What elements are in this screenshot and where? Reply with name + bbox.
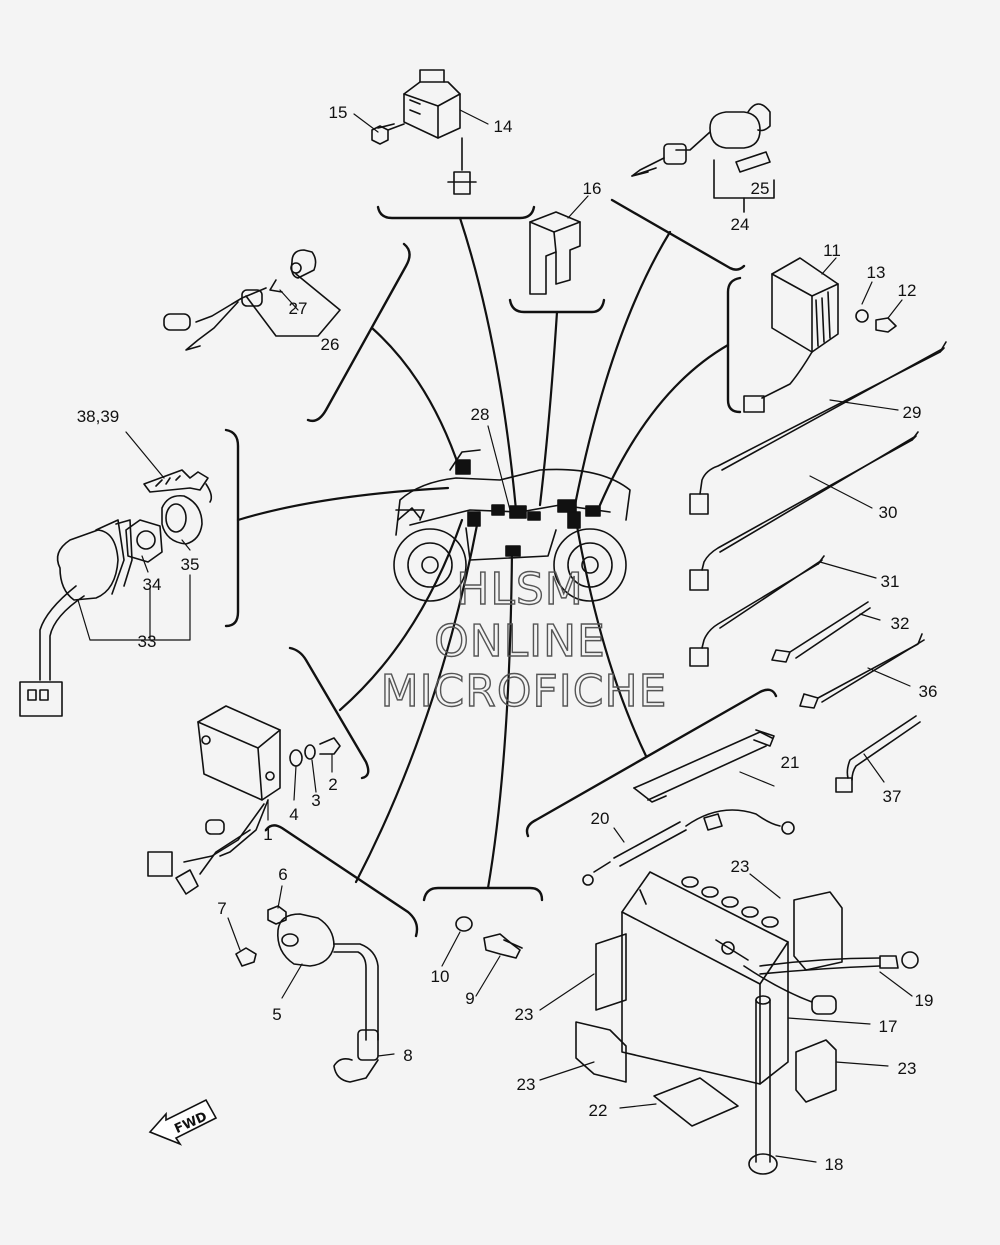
- cable-part-20: [582, 809, 795, 886]
- label-part-24: 24: [731, 215, 750, 234]
- label-part-5: 5: [272, 1005, 281, 1024]
- leader-14: [458, 216, 518, 512]
- bracket-5: [264, 824, 419, 938]
- leader-9: [486, 548, 514, 890]
- label-part-16: 16: [583, 179, 602, 198]
- leader-26: [370, 326, 462, 472]
- label-part-19: 19: [915, 991, 934, 1010]
- watermark: HLSM ONLINE MICROFICHE: [380, 563, 668, 717]
- cable-part-19: [743, 951, 919, 1015]
- leader-33: [236, 486, 450, 522]
- strap-part-21: [633, 729, 775, 803]
- label-part-6: 6: [278, 865, 287, 884]
- starter-relay-part-24: [631, 103, 775, 213]
- leader-5: [354, 518, 480, 884]
- bracket-33: [224, 428, 240, 628]
- watermark-line-3: MICROFICHE: [381, 666, 668, 717]
- sensor-part-26: [163, 249, 341, 351]
- label-part-33: 33: [138, 632, 157, 651]
- label-part-25: 25: [751, 179, 770, 198]
- label-part-15: 15: [329, 103, 348, 122]
- battery-part-17: [621, 871, 789, 1085]
- watermark-line-2: ONLINE: [434, 616, 606, 667]
- ignition-coil-part-5: [235, 905, 379, 1083]
- key-part-38: [143, 469, 213, 503]
- label-part-12: 12: [898, 281, 917, 300]
- pads-part-23: [575, 891, 843, 1103]
- leader-1: [338, 518, 464, 712]
- label-part-7: 7: [217, 899, 226, 918]
- label-part-9: 9: [465, 989, 474, 1008]
- label-part-3: 3: [311, 791, 320, 810]
- label-part-10: 10: [431, 967, 450, 986]
- label-part-14: 14: [494, 117, 513, 136]
- label-part-13: 13: [867, 263, 886, 282]
- label-part-23-bottom: 23: [517, 1075, 536, 1094]
- label-part-4: 4: [289, 805, 298, 824]
- label-part-34: 34: [143, 575, 162, 594]
- label-part-37: 37: [883, 787, 902, 806]
- label-part-8: 8: [403, 1046, 412, 1065]
- rectifier-part-1: [147, 705, 281, 895]
- cover-part-16: [529, 211, 581, 295]
- cap-part-35: [161, 494, 203, 545]
- label-part-31: 31: [881, 572, 900, 591]
- label-part-2: 2: [328, 775, 337, 794]
- bracket-11: [726, 276, 742, 414]
- label-part-22: 22: [589, 1101, 608, 1120]
- label-part-29: 29: [903, 403, 922, 422]
- label-part-28: 28: [471, 405, 490, 424]
- label-part-32: 32: [891, 614, 910, 633]
- sensor-part-9: [483, 933, 523, 959]
- label-part-38-39: 38,39: [77, 407, 120, 426]
- leader-16: [538, 310, 559, 507]
- band-part-37: [835, 715, 921, 793]
- leader-24: [573, 230, 672, 507]
- part-labels: 1 2 3 4 5 6 7 8 9 10 11 12 13 14 15 16 1…: [77, 103, 938, 1174]
- bracket-17: [525, 688, 778, 838]
- bracket-16: [508, 298, 606, 314]
- label-part-23-top: 23: [731, 857, 750, 876]
- label-part-23-right: 23: [898, 1059, 917, 1078]
- label-leaders: [77, 109, 913, 1163]
- label-part-35: 35: [181, 555, 200, 574]
- label-part-36: 36: [919, 682, 938, 701]
- label-part-18: 18: [825, 1155, 844, 1174]
- cdi-part-11: [743, 257, 897, 413]
- label-part-11: 11: [823, 241, 841, 260]
- leader-17: [574, 518, 648, 758]
- relay-part-14: [403, 69, 477, 195]
- band-part-29: [689, 341, 947, 515]
- label-part-20: 20: [591, 809, 610, 828]
- fwd-arrow-icon: FWD: [148, 1098, 218, 1146]
- bolt-part-15: [371, 123, 405, 145]
- label-part-21: 21: [781, 753, 800, 772]
- bracket-24: [610, 198, 746, 271]
- bracket-1: [288, 646, 370, 780]
- label-part-26: 26: [321, 335, 340, 354]
- bracket-top-14: [376, 205, 536, 220]
- watermark-line-1: HLSM: [456, 564, 584, 615]
- main-switch-part-33: [19, 519, 133, 717]
- band-part-32: [771, 601, 871, 663]
- label-part-23-left: 23: [515, 1005, 534, 1024]
- label-part-1: 1: [263, 825, 272, 844]
- bracket-9: [422, 886, 544, 902]
- atv-illustration: [393, 449, 631, 602]
- pad-part-22: [653, 1077, 739, 1127]
- leader-11: [598, 343, 730, 507]
- breather-pipe-part-18: [748, 995, 778, 1175]
- label-part-27: 27: [289, 299, 308, 318]
- washer-part-10: [455, 916, 473, 932]
- bracket-26: [306, 242, 411, 423]
- label-part-30: 30: [879, 503, 898, 522]
- band-part-30: [689, 431, 919, 591]
- nut-part-34: [125, 519, 163, 563]
- band-part-31: [689, 555, 825, 667]
- band-part-36: [799, 633, 925, 709]
- label-part-17: 17: [879, 1017, 898, 1036]
